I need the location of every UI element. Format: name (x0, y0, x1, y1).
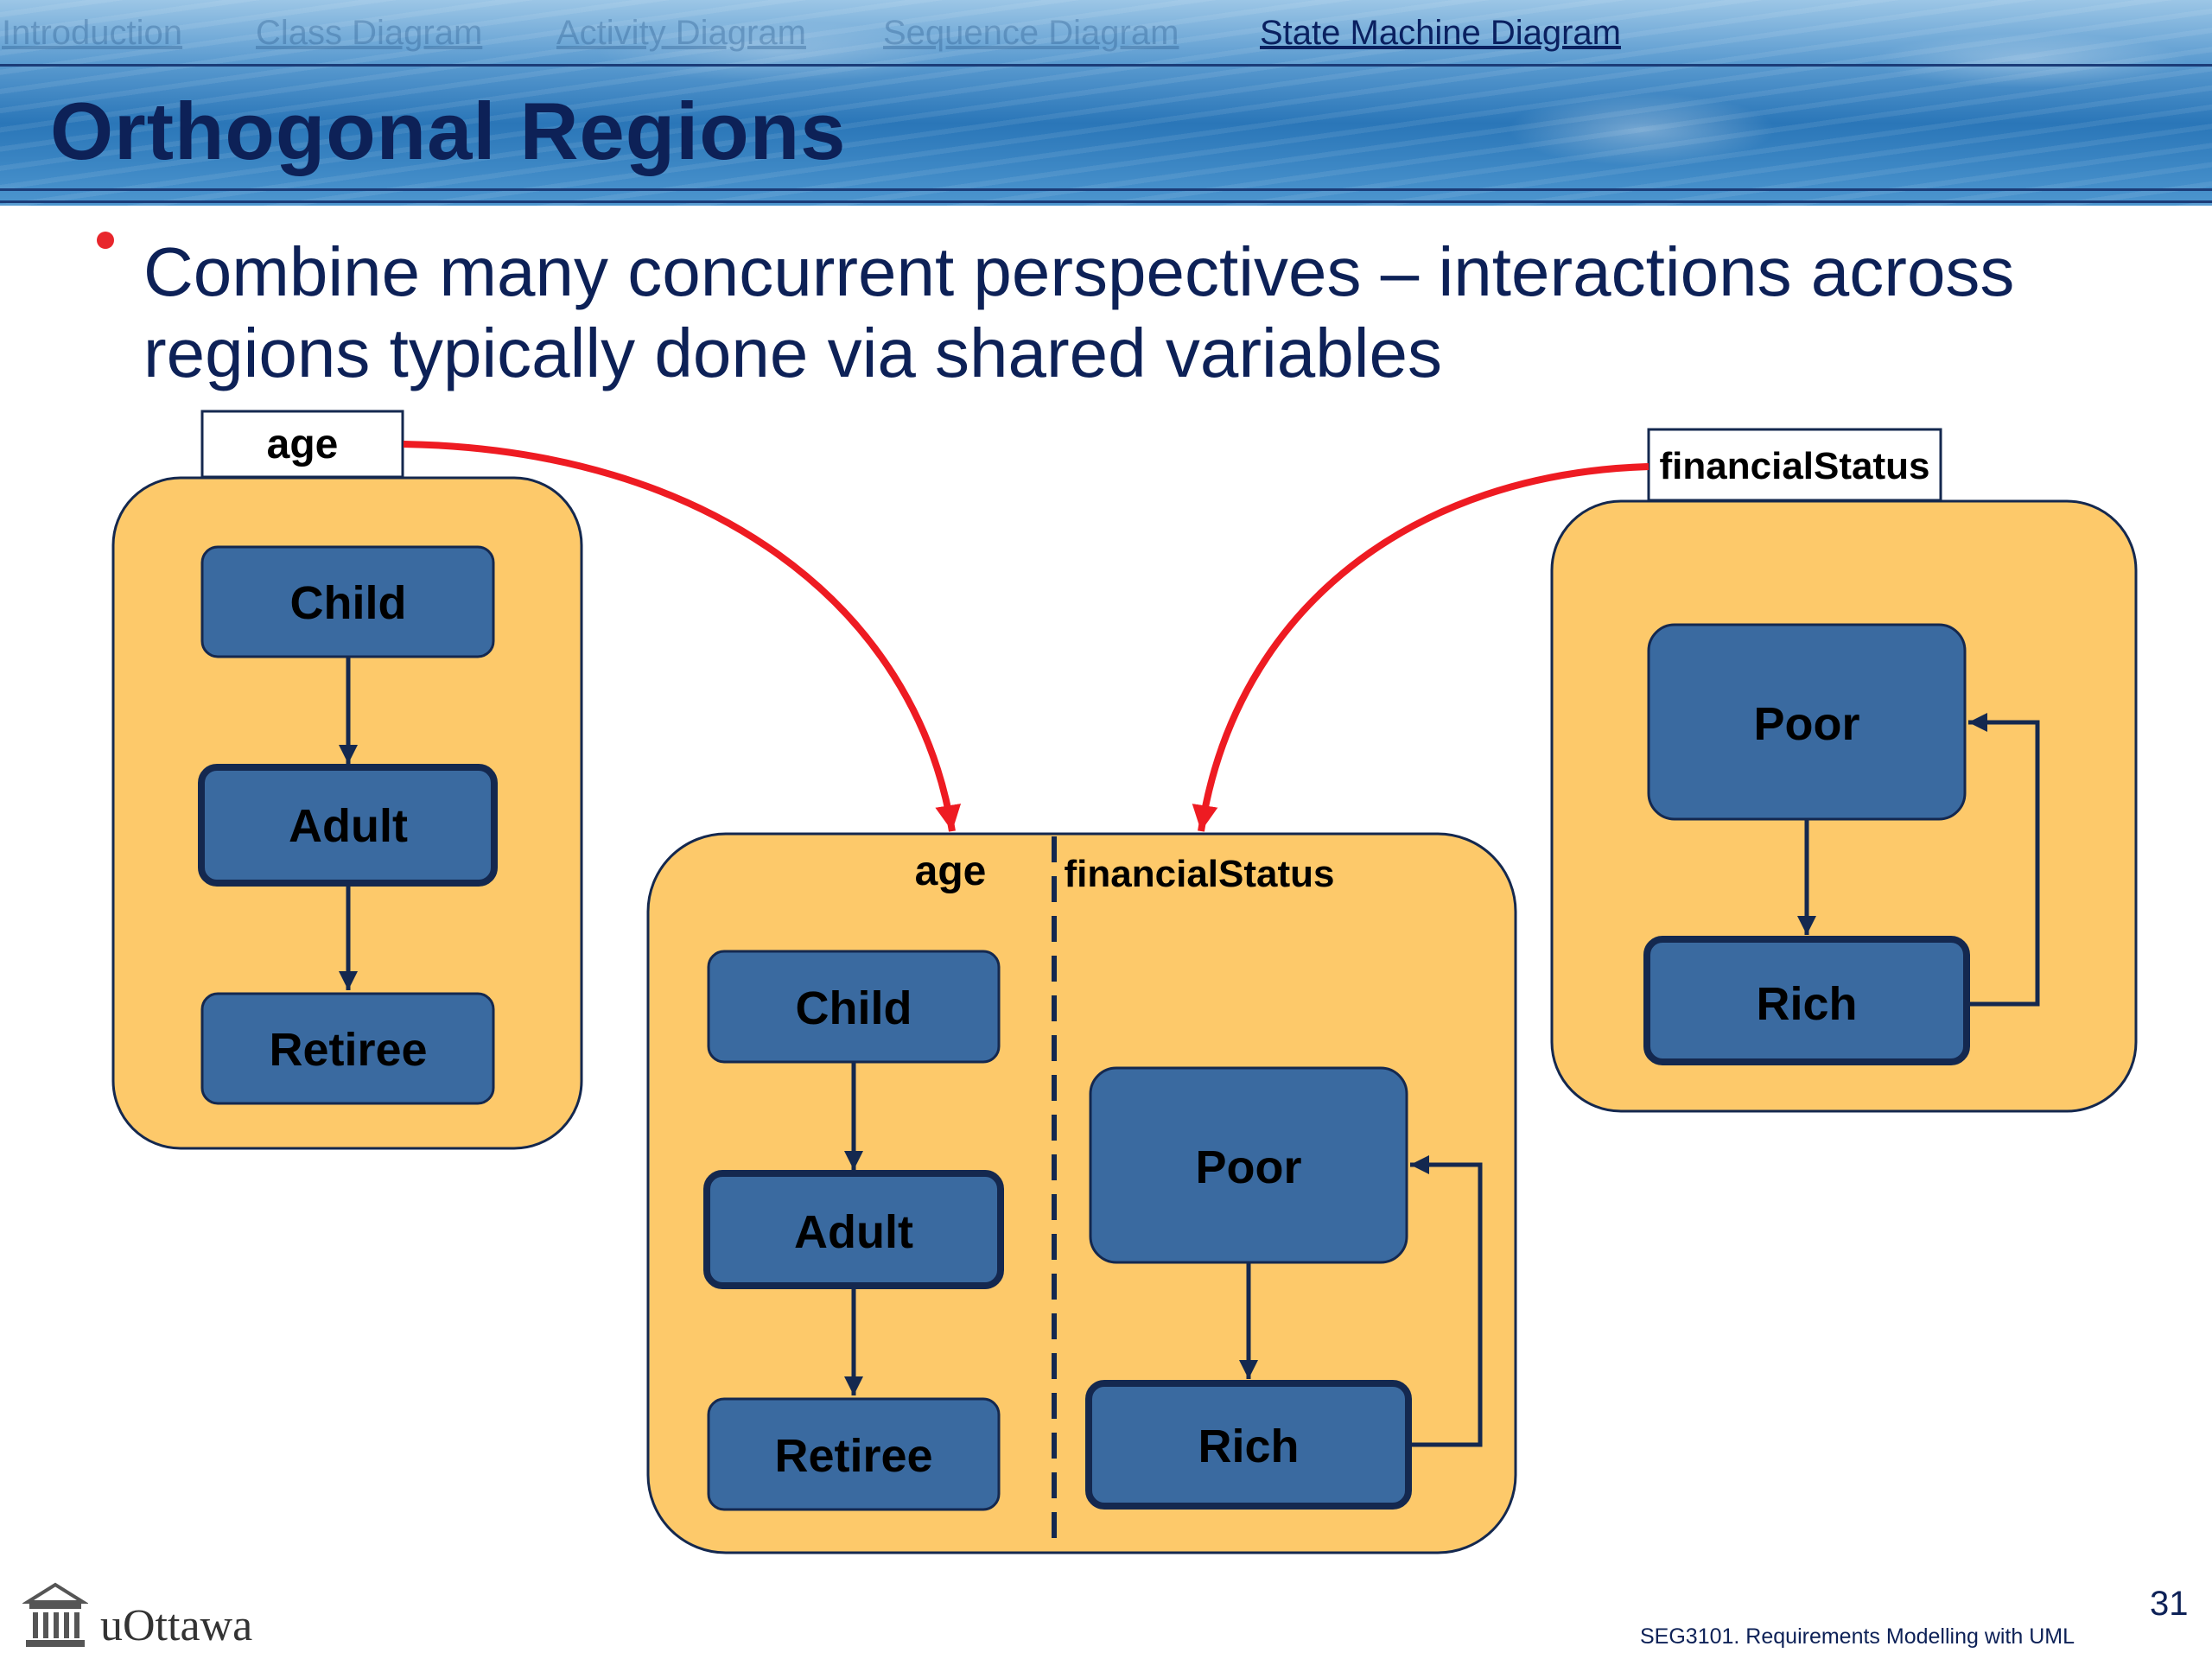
nav-item-class-diagram[interactable]: Class Diagram (256, 14, 483, 52)
state-label: Rich (1198, 1421, 1299, 1472)
machine-name-tab (200, 410, 404, 479)
state-label: Poor (1753, 698, 1859, 750)
header-divider (0, 188, 2212, 191)
slide-title: Orthogonal Regions (50, 86, 847, 176)
state-label: Child (290, 577, 407, 629)
combined-machine: age financialStatus Child Adult Retiree … (646, 832, 1517, 1554)
state-label: Rich (1756, 978, 1857, 1030)
age-machine: age Child Adult Retiree (111, 410, 583, 1150)
state-label: Child (796, 982, 912, 1034)
header-divider (0, 64, 2212, 67)
financial-machine: financialStatus Poor Rich (1550, 428, 2138, 1113)
state-label: Adult (289, 800, 408, 852)
state-retiree (200, 992, 495, 1105)
university-logo-text: uOttawa (100, 1601, 253, 1650)
composition-arrow-age (403, 441, 962, 832)
state-label: Adult (794, 1206, 913, 1258)
transition-arrow (1410, 1155, 1483, 1447)
machine-name-age: age (267, 422, 339, 467)
footer-course-title: SEG3101. Requirements Modelling with UML (1640, 1624, 2075, 1649)
nav-item-introduction[interactable]: Introduction (2, 14, 183, 52)
bullet-text: Combine many concurrent perspectives – i… (143, 233, 2015, 391)
state-label: Retiree (269, 1024, 427, 1076)
bullet-dot (97, 232, 114, 249)
region-label-age: age (915, 849, 987, 894)
slide-header: Introduction Class Diagram Activity Diag… (0, 0, 2212, 206)
composition-arrow-financial-status (1192, 463, 1649, 832)
region-label-financial-status: financialStatus (1065, 853, 1335, 895)
state-rich (1085, 1380, 1412, 1510)
state-label: Poor (1195, 1141, 1301, 1193)
nav-item-activity-diagram[interactable]: Activity Diagram (556, 14, 806, 52)
transition-arrow (1968, 713, 2040, 1007)
nav-bar: Introduction Class Diagram Activity Diag… (0, 0, 2212, 66)
state-retiree (707, 1397, 1001, 1511)
state-rich (1643, 936, 1970, 1065)
nav-item-sequence-diagram[interactable]: Sequence Diagram (883, 14, 1179, 52)
state-label: Retiree (774, 1430, 932, 1482)
building-logo-icon (22, 1582, 88, 1647)
header-divider (0, 200, 2212, 203)
page-number: 31 (2150, 1585, 2189, 1623)
machine-name-financial-status: financialStatus (1660, 445, 1930, 487)
nav-item-state-machine-diagram[interactable]: State Machine Diagram (1260, 14, 1621, 52)
